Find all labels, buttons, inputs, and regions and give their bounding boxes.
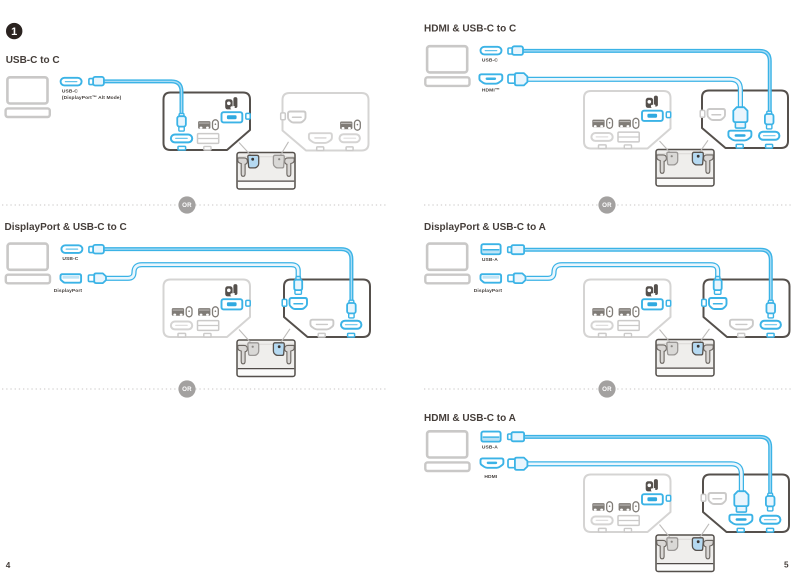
svg-text:USB-A: USB-A — [482, 445, 498, 451]
svg-text:(DisplayPort™ Alt Mode): (DisplayPort™ Alt Mode) — [62, 95, 122, 101]
svg-text:HDMI & USB-C to C: HDMI & USB-C to C — [424, 23, 516, 34]
svg-text:USB-C: USB-C — [62, 89, 78, 95]
svg-text:OR: OR — [182, 386, 192, 393]
svg-text:4: 4 — [6, 561, 11, 570]
svg-text:HDMI™: HDMI™ — [482, 88, 500, 94]
svg-text:DisplayPort & USB-C to A: DisplayPort & USB-C to A — [424, 222, 546, 233]
svg-text:OR: OR — [602, 386, 612, 393]
svg-text:DisplayPort: DisplayPort — [474, 288, 503, 294]
svg-text:DisplayPort: DisplayPort — [54, 288, 83, 294]
svg-text:DisplayPort & USB-C to C: DisplayPort & USB-C to C — [5, 222, 127, 233]
svg-text:USB-C: USB-C — [62, 256, 78, 262]
svg-text:USB-A: USB-A — [482, 257, 498, 263]
svg-text:USB-C: USB-C — [482, 58, 498, 64]
svg-text:USB-C to C: USB-C to C — [6, 55, 60, 66]
svg-text:OR: OR — [602, 202, 612, 209]
svg-text:OR: OR — [182, 202, 192, 209]
svg-text:HDMI: HDMI — [484, 474, 497, 480]
svg-text:1: 1 — [11, 26, 17, 38]
svg-text:HDMI & USB-C to A: HDMI & USB-C to A — [424, 413, 516, 424]
svg-text:5: 5 — [784, 561, 789, 570]
